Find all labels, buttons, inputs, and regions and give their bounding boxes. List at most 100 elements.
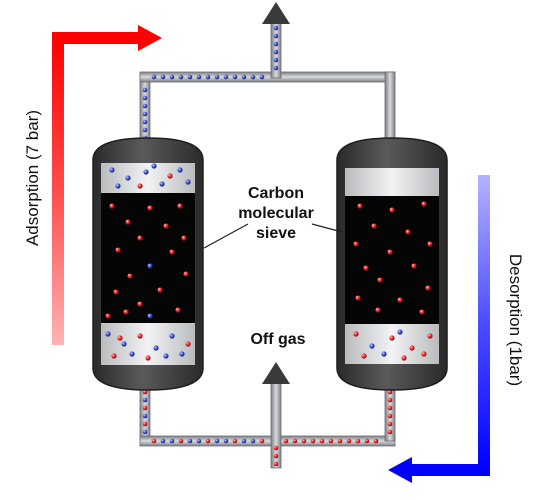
nitrogen-dot bbox=[178, 438, 184, 444]
nitrogen-dot bbox=[387, 389, 393, 395]
oxygen-dot bbox=[169, 74, 175, 80]
nitrogen-dot bbox=[205, 438, 211, 444]
oxygen-dot bbox=[177, 167, 183, 173]
nitrogen-dot bbox=[301, 438, 307, 444]
oxygen-dot bbox=[273, 49, 279, 55]
leader-line-right bbox=[311, 223, 343, 233]
oxygen-dot bbox=[179, 351, 185, 357]
nitrogen-dot bbox=[125, 219, 131, 225]
pipe-gas-dots bbox=[142, 25, 393, 467]
desorption-label: Desorption (1bar) bbox=[506, 254, 525, 386]
adsorption-arrow bbox=[52, 25, 162, 345]
sieve-label-line1: Carbon bbox=[248, 185, 304, 202]
nitrogen-dot bbox=[355, 438, 361, 444]
nitrogen-dot bbox=[151, 438, 157, 444]
nitrogen-dot bbox=[167, 173, 173, 179]
nitrogen-dot bbox=[137, 183, 143, 189]
oxygen-dot bbox=[241, 74, 247, 80]
nitrogen-dot bbox=[411, 263, 417, 269]
nitrogen-dot bbox=[259, 438, 265, 444]
oxygen-dot bbox=[109, 167, 115, 173]
nitrogen-dot bbox=[361, 353, 367, 359]
oxygen-dot bbox=[223, 74, 229, 80]
nitrogen-dot bbox=[127, 273, 133, 279]
up-arrow-icon bbox=[262, 362, 290, 384]
oxygen-dot bbox=[273, 57, 279, 63]
nitrogen-dot bbox=[377, 277, 383, 283]
nitrogen-dot bbox=[142, 389, 148, 395]
oxygen-dot bbox=[142, 397, 148, 403]
oxygen-dot bbox=[147, 263, 153, 269]
nitrogen-dot bbox=[387, 429, 393, 435]
nitrogen-dot bbox=[292, 438, 298, 444]
nitrogen-dot bbox=[137, 333, 143, 339]
nitrogen-dot bbox=[232, 438, 238, 444]
oxygen-dot bbox=[241, 438, 247, 444]
oxygen-dot bbox=[163, 353, 169, 359]
oxygen-dot bbox=[142, 429, 148, 435]
nitrogen-dot bbox=[387, 413, 393, 419]
nitrogen-dot bbox=[353, 241, 359, 247]
nitrogen-dot bbox=[283, 438, 289, 444]
up-arrow-icon bbox=[262, 2, 290, 24]
nitrogen-dot bbox=[123, 309, 129, 315]
oxygen-dot bbox=[121, 341, 127, 347]
oxygen-dot bbox=[273, 65, 279, 71]
left-arrow-icon bbox=[388, 457, 412, 483]
oxygen-dot bbox=[169, 438, 175, 444]
oxygen-dot bbox=[369, 343, 375, 349]
oxygen-dot bbox=[169, 333, 175, 339]
oxygen-dot bbox=[160, 74, 166, 80]
oxygen-dot bbox=[151, 74, 157, 80]
oxygen-dot bbox=[187, 74, 193, 80]
nitrogen-dot bbox=[355, 295, 361, 301]
nitrogen-dot bbox=[371, 223, 377, 229]
nitrogen-dot bbox=[157, 287, 163, 293]
nitrogen-dot bbox=[169, 249, 175, 255]
left-vessel bbox=[92, 137, 204, 391]
nitrogen-dot bbox=[137, 235, 143, 241]
nitrogen-dot bbox=[389, 335, 395, 341]
leader-line-left bbox=[203, 223, 249, 249]
oxygen-dot bbox=[273, 25, 279, 31]
oxygen-dot bbox=[223, 438, 229, 444]
oxygen-dot bbox=[105, 331, 111, 337]
nitrogen-dot bbox=[111, 353, 117, 359]
oxygen-dot bbox=[273, 41, 279, 47]
desorption-arrow bbox=[388, 175, 490, 483]
nitrogen-dot bbox=[401, 355, 407, 361]
left-vessel-dots bbox=[105, 163, 191, 361]
nitrogen-dot bbox=[142, 405, 148, 411]
nitrogen-dot bbox=[346, 438, 352, 444]
nitrogen-dot bbox=[177, 203, 183, 209]
oxygen-dot bbox=[129, 351, 135, 357]
nitrogen-dot bbox=[273, 461, 279, 467]
nitrogen-dot bbox=[310, 438, 316, 444]
oxygen-dot bbox=[232, 74, 238, 80]
nitrogen-dot bbox=[397, 297, 403, 303]
nitrogen-dot bbox=[389, 207, 395, 213]
nitrogen-dot bbox=[328, 438, 334, 444]
oxygen-dot bbox=[214, 438, 220, 444]
nitrogen-dot bbox=[113, 289, 119, 295]
nitrogen-dot bbox=[373, 438, 379, 444]
oxygen-dot bbox=[178, 74, 184, 80]
oxygen-dot bbox=[196, 74, 202, 80]
oxygen-dot bbox=[115, 183, 121, 189]
nitrogen-dot bbox=[273, 445, 279, 451]
oxygen-dot bbox=[142, 413, 148, 419]
nitrogen-dot bbox=[109, 203, 115, 209]
nitrogen-dot bbox=[175, 307, 181, 313]
nitrogen-dot bbox=[387, 397, 393, 403]
oxygen-dot bbox=[142, 95, 148, 101]
oxygen-dot bbox=[143, 169, 149, 175]
oxygen-dot bbox=[153, 345, 159, 351]
sieve-label-line2: molecular bbox=[238, 205, 314, 222]
oxygen-dot bbox=[142, 87, 148, 93]
nitrogen-dot bbox=[185, 341, 191, 347]
right-vessel bbox=[336, 137, 448, 391]
oxygen-dot bbox=[381, 351, 387, 357]
oxygen-dot bbox=[142, 119, 148, 125]
nitrogen-dot bbox=[363, 265, 369, 271]
